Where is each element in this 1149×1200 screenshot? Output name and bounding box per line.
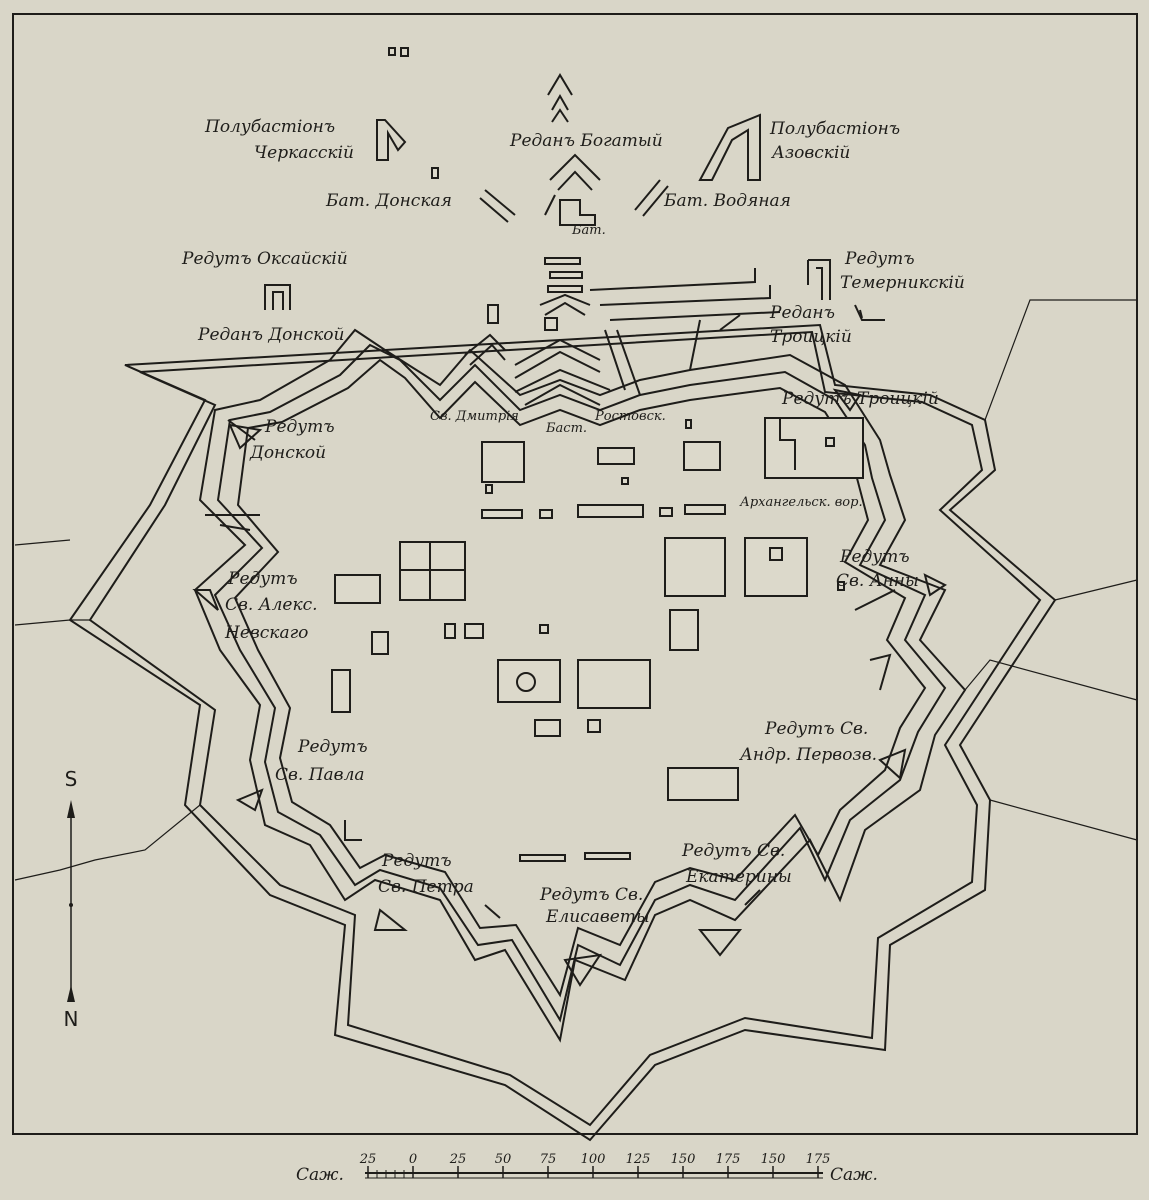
fort-small-top <box>388 47 396 56</box>
label-bast: Баст. <box>545 421 587 436</box>
rampart-main <box>213 343 947 1023</box>
scale-unit-left: Саж. <box>296 1165 344 1185</box>
label-redut-petra-2: Св. Петра <box>378 877 474 897</box>
label-redut-ekat-2: Екатерины <box>685 867 792 887</box>
scale-tick-label: 25 <box>449 1152 467 1167</box>
fort-small-top-2 <box>400 47 409 57</box>
glacis-outer <box>68 323 1057 1142</box>
rampart-inner <box>233 358 927 998</box>
river-left-upper <box>14 364 141 546</box>
north-works <box>464 257 611 406</box>
scale-tick-label: 100 <box>581 1152 606 1167</box>
label-polubastion-cherkassky-2: Черкасскій <box>254 143 354 163</box>
label-bat-donskaya: Бат. Донская <box>325 191 452 211</box>
scale-tick-label: 175 <box>806 1152 831 1167</box>
label-redut-aleks-1: Редутъ <box>227 569 298 589</box>
scale-tick-label: 75 <box>540 1152 557 1167</box>
compass-label-bottom: N <box>64 1007 79 1031</box>
label-redut-aleks-2: Св. Алекс. <box>225 595 318 615</box>
label-redut-pavla-1: Редутъ <box>297 737 368 757</box>
scale-tick-label: 175 <box>716 1152 741 1167</box>
label-redut-donskoy-2: Донской <box>249 443 326 463</box>
label-redut-anny-1: Редутъ <box>839 547 910 567</box>
river-left <box>14 619 201 881</box>
arrow-head-icon <box>67 985 75 1002</box>
redoubt-triangles <box>192 388 947 987</box>
scale-unit-right: Саж. <box>830 1165 878 1185</box>
glacis-inner <box>88 330 1042 1127</box>
label-redan-troitsky-1: Реданъ <box>769 303 835 323</box>
scale-tick-label: 0 <box>409 1152 417 1167</box>
label-polubastion-azovsky-1: Полубастіонъ <box>769 119 900 139</box>
label-redan-donskoy: Реданъ Донской <box>197 325 344 345</box>
river-right <box>964 299 1138 841</box>
compass-arrow: S N <box>64 767 79 1031</box>
label-redut-andr-1: Редутъ Св. <box>764 719 868 739</box>
label-redut-temernik-2: Темерникскій <box>840 273 965 293</box>
label-polubastion-cherkassky-1: Полубастіонъ <box>204 117 335 137</box>
bat-vodyanaya-mark <box>634 179 669 217</box>
compass-label-top: S <box>65 767 78 791</box>
scale-tick-label: 150 <box>671 1152 696 1167</box>
label-redut-oksaysky: Редутъ Оксайскій <box>181 249 348 269</box>
label-redut-donskoy-1: Редутъ <box>264 417 335 437</box>
label-bast-dmitriya: Св. Дмитрія <box>430 409 519 424</box>
label-redut-anny-2: Св. Анны <box>836 571 919 591</box>
label-redut-elis-1: Редутъ Св. <box>539 885 643 905</box>
label-redut-temernik-1: Редутъ <box>844 249 915 269</box>
ditch-outer <box>193 328 967 1043</box>
polubastion-azovsky <box>698 113 761 181</box>
bat-donskaya-mark <box>479 189 516 223</box>
label-redan-troitsky-2: Троицкій <box>770 327 852 347</box>
label-redut-andr-2: Андр. Первозв. <box>739 745 877 765</box>
label-bast-rostovsk: Ростовск. <box>594 409 666 424</box>
arrow-head-icon <box>67 800 75 818</box>
scale-tick-label: 125 <box>626 1152 651 1167</box>
label-bat-vodyanaya: Бат. Водяная <box>663 191 791 211</box>
scale-tick-label: 25 <box>359 1152 377 1167</box>
label-bat: Бат. <box>571 223 606 238</box>
redut-temernik <box>807 259 831 300</box>
scale-tick-label: 50 <box>495 1152 512 1167</box>
label-redut-troitsky: Редутъ Троицкій <box>781 389 939 409</box>
label-redan-bogaty: Реданъ Богатый <box>509 131 663 151</box>
map-frame <box>12 13 1138 1135</box>
redan-bogaty <box>549 153 601 191</box>
label-redut-pavla-2: Св. Павла <box>275 765 365 785</box>
interior-buildings <box>205 417 896 919</box>
scale-tick-label: 150 <box>761 1152 786 1167</box>
label-redut-petra-1: Редутъ <box>381 851 452 871</box>
label-arkhangelsk: Архангельск. вор. <box>739 495 863 510</box>
small-block-1 <box>431 167 439 179</box>
map-labels: Полубастіонъ Черкасскій Реданъ Богатый П… <box>181 117 965 927</box>
label-polubastion-azovsky-2: Азовскій <box>771 143 850 163</box>
label-redut-elis-2: Елисаветы <box>545 907 650 927</box>
redan-troitsky-mark <box>854 304 885 321</box>
bat-centre <box>544 194 596 226</box>
redan-arrow-top <box>547 73 573 123</box>
scale-bar: Саж. Саж. 25 0 25 50 75 100 125 150 175 150 175 <box>296 1152 878 1185</box>
polubastion-cherkassky <box>376 119 407 161</box>
label-redut-ekat-1: Редутъ Св. <box>681 841 785 861</box>
label-redut-aleks-3: Невскаго <box>224 623 308 643</box>
trench-lines <box>589 268 781 396</box>
redut-oksaysky <box>264 284 291 310</box>
